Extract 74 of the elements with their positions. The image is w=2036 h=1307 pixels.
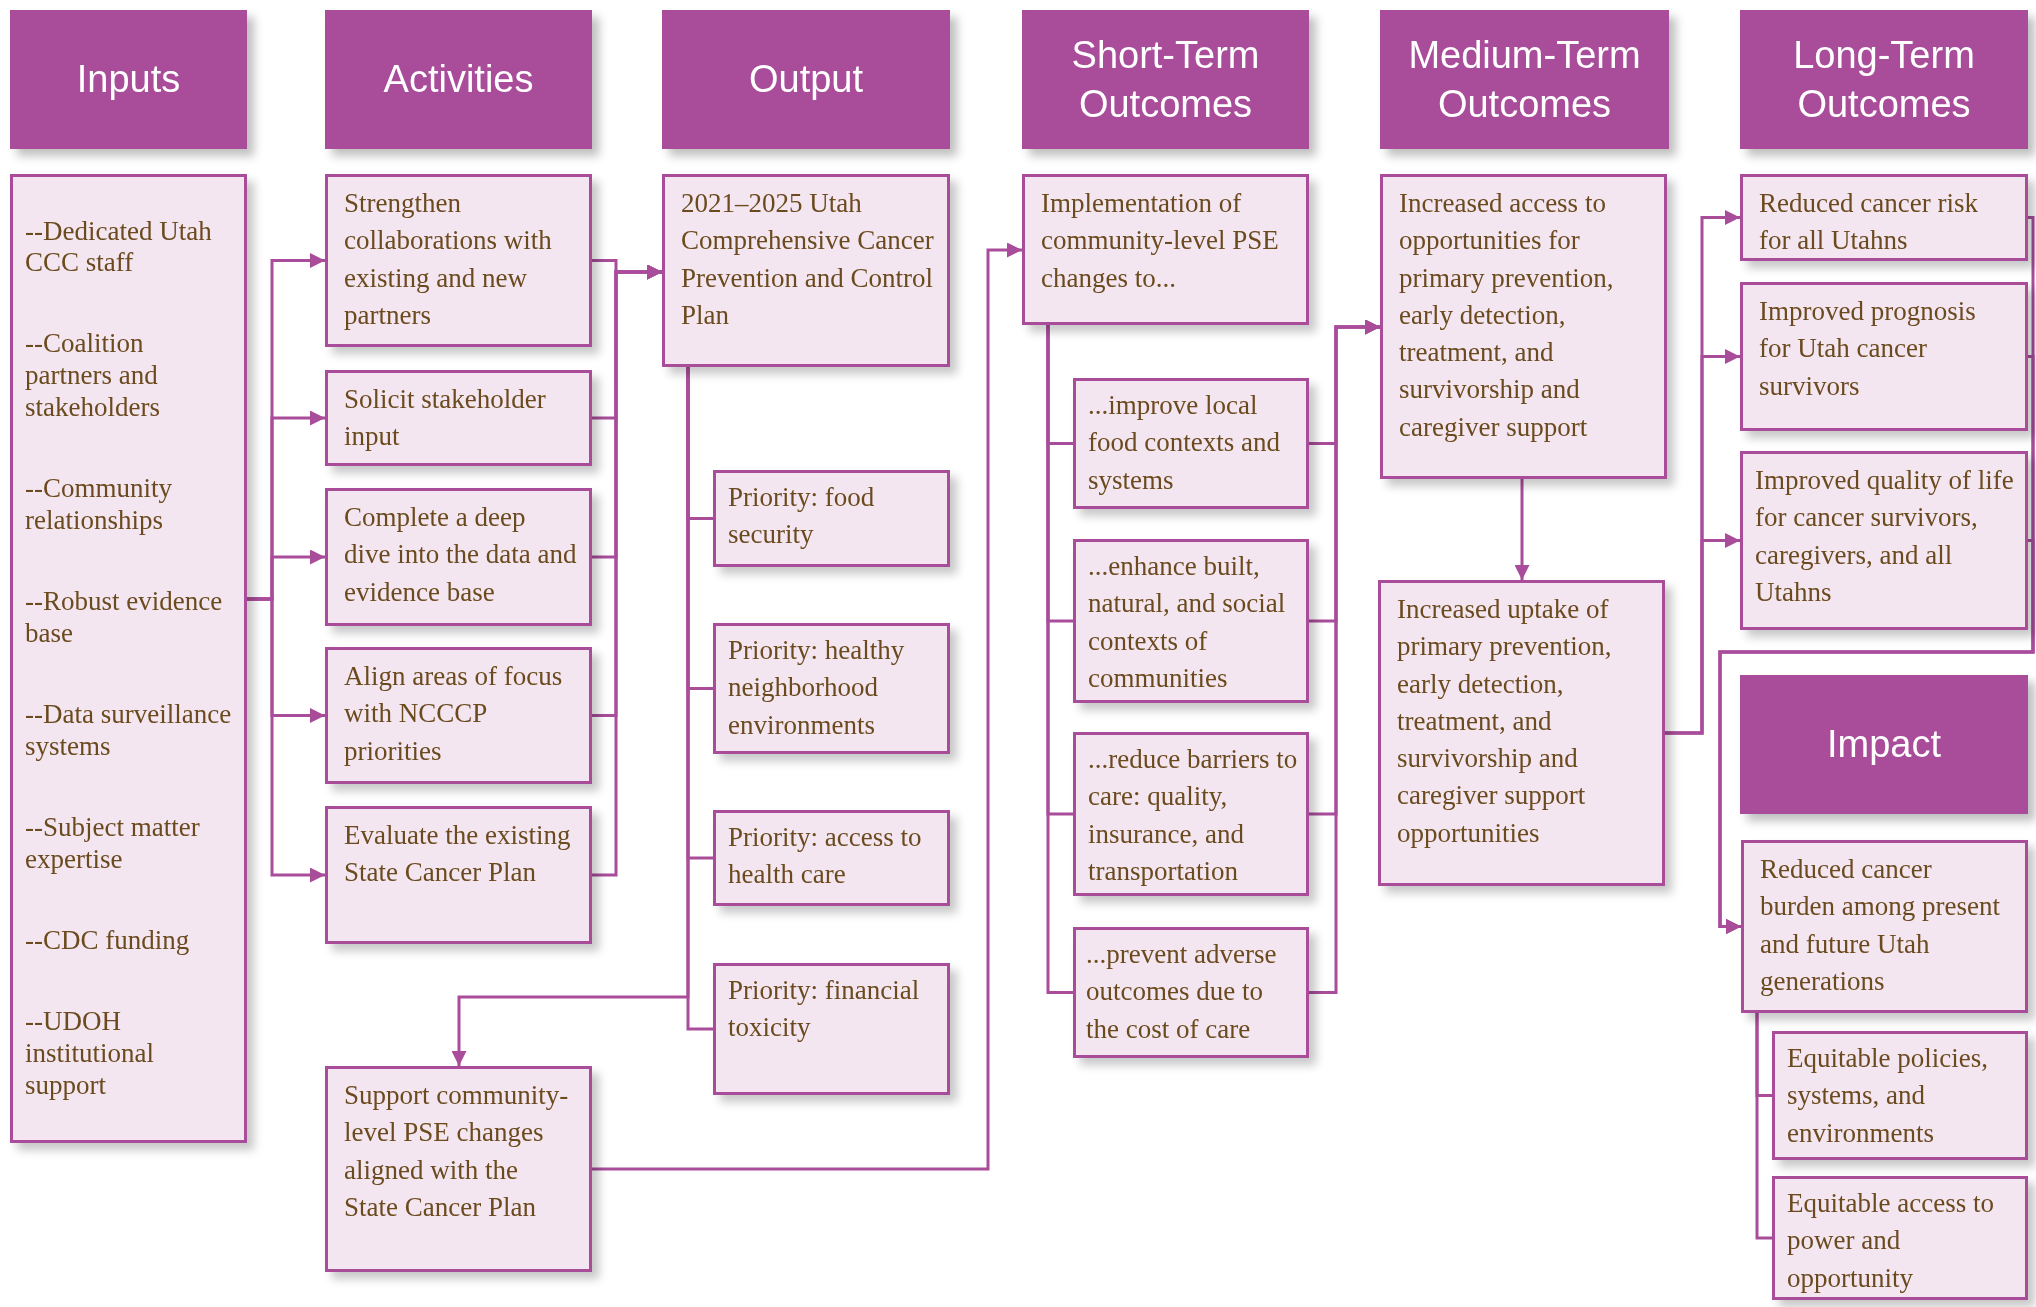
box-text: ...enhance built, natural, and social contexts of communities [1088,550,1287,695]
process-box [1022,174,1309,325]
process-box [1741,840,2028,1013]
box-text: Equitable policies, systems, and environments [1787,1042,1989,1150]
process-box [1378,580,1665,886]
process-box [1073,732,1309,896]
process-box [1073,539,1309,703]
column-header: Long-Term Outcomes [1740,10,2028,149]
process-box [1740,451,2028,630]
list-item: --Community relationships [25,473,173,537]
arrow [1665,533,1740,735]
box-text: Equitable access to power and opportunity [1787,1187,1995,1295]
process-box [325,806,592,944]
box-text: Priority: financial toxicity [728,974,921,1045]
process-box [1740,174,2028,261]
process-box [325,174,592,347]
arrow [1718,539,2035,934]
list-item: --Coalition partners and stakeholders [25,328,161,425]
process-box [325,647,592,784]
list-item: --CDC funding [25,924,191,957]
arrow [592,264,662,877]
column-header: Medium-Term Outcomes [1380,10,1669,149]
box-text: ...improve local food contexts and systems [1088,389,1281,497]
list-item: --Subject matter expertise [25,811,201,876]
box-text: Priority: access to health care [728,821,923,892]
box-text: Align areas of focus with NCCCP priorities [344,660,564,768]
box-text: Priority: healthy neighborhood environments [728,634,906,742]
box-text: Priority: food security [728,481,876,552]
box-text: ...reduce barriers to care: quality, insurance, and transportation [1088,743,1299,888]
list-item: --Dedicated Utah CCC staff [25,215,213,280]
box-text: Improved prognosis for Utah cancer survivors [1759,295,1977,403]
connector-line [1046,325,1073,994]
column-header: Activities [325,10,592,149]
arrow [592,242,1022,1171]
box-text: Increased access to opportunities for primary prevention, early detection, treatment, and survivorship and caregiver support [1399,187,1615,444]
arrow [1309,319,1380,994]
process-box [713,810,950,906]
process-box [325,1066,592,1272]
box-text: 2021–2025 Utah Comprehensive Cancer Prevention and Control Plan [681,187,935,332]
box-text: ...prevent adverse outcomes due to the cost of care [1086,938,1278,1046]
arrow [247,597,325,883]
box-text: Reduced cancer burden among present and future Utah generations [1760,853,2001,998]
list-item: --UDOH institutional support [25,1005,155,1102]
box-text: Complete a deep dive into the data and evidence base [344,501,577,609]
box-text: Increased uptake of primary prevention, early detection, treatment, and survivorship and caregiver support opportunities [1397,593,1613,850]
connector-line [1755,1013,1772,1240]
process-box [1073,378,1309,509]
list-item: --Robust evidence base [25,586,224,650]
arrow [451,367,690,1066]
box-text: Improved quality of life for cancer survivors, caregivers, and all Utahns [1755,464,2015,609]
process-box [662,174,950,367]
process-box [1740,282,2028,431]
box-text: Implementation of community-level PSE changes to... [1041,187,1280,295]
process-box [1073,927,1309,1058]
process-box [713,963,950,1095]
process-box [1772,1176,2028,1300]
process-box [325,370,592,466]
input-list-box [10,174,247,1143]
box-text: Evaluate the existing State Cancer Plan [344,819,572,890]
column-header: Short-Term Outcomes [1022,10,1309,149]
box-text: Strengthen collaborations with existing and new partners [344,187,553,332]
column-header: Impact [1740,675,2028,814]
box-text: Solicit stakeholder input [344,383,547,454]
process-box [713,470,950,567]
column-header: Output [662,10,950,149]
process-box [1772,1031,2028,1160]
column-header: Inputs [10,10,247,149]
process-box [713,623,950,754]
box-text: Support community-level PSE changes aligned with the State Cancer Plan [344,1079,570,1224]
box-text: Reduced cancer risk for all Utahns [1759,187,1979,258]
list-item: --Data surveillance systems [25,699,233,763]
process-box [325,488,592,626]
process-box [1380,174,1667,479]
arrow [1514,479,1530,580]
